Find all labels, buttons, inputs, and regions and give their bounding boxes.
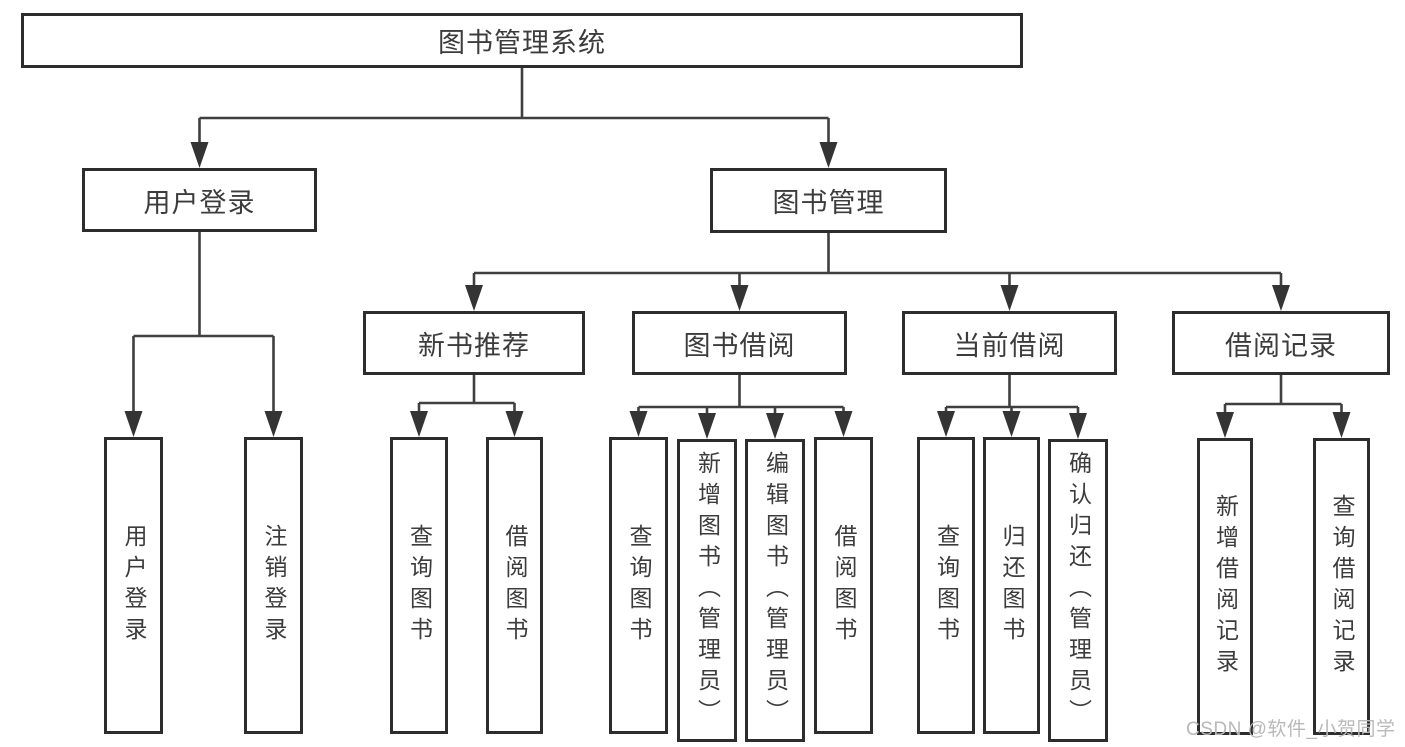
- node-current-query-books: 查询图书: [917, 437, 975, 734]
- node-current-borrow-label: 当前借阅: [953, 330, 1066, 361]
- node-recommend-query-books: 查询图书: [390, 437, 448, 734]
- watermark: CSDN @软件_小贺同学: [1186, 719, 1396, 740]
- node-user-login: 用户登录: [82, 168, 317, 232]
- node-records-add-record: 新增借阅记录: [1197, 438, 1253, 735]
- node-user-login-label: 用户登录: [143, 187, 256, 218]
- node-recommend-query-books-label: 查询图书: [406, 523, 433, 648]
- node-recommend-borrow-books-label: 借阅图书: [502, 523, 528, 648]
- connector-book-management-children: [465, 233, 1290, 311]
- node-current-query-books-label: 查询图书: [933, 523, 960, 648]
- node-library-system-label: 图书管理系统: [438, 28, 606, 58]
- node-user-login-action: 用户登录: [104, 437, 163, 734]
- node-current-return-books: 归还图书: [983, 437, 1040, 734]
- node-current-confirm-return-admin: 确认归还（管理员）: [1048, 439, 1108, 742]
- node-borrow-borrow-books-label: 借阅图书: [831, 523, 857, 648]
- node-library-system: 图书管理系统: [21, 13, 1023, 68]
- node-records-add-record-label: 新增借阅记录: [1212, 493, 1239, 680]
- node-current-confirm-return-admin-label: 确认归还（管理员）: [1065, 451, 1092, 730]
- node-book-borrow-label: 图书借阅: [683, 330, 796, 361]
- node-borrow-query-books: 查询图书: [609, 437, 668, 734]
- connector-book-borrow-children: [629, 375, 853, 439]
- node-borrow-edit-books-admin: 编辑图书（管理员）: [745, 439, 805, 742]
- node-borrow-records-label: 借阅记录: [1225, 330, 1337, 361]
- node-borrow-borrow-books: 借阅图书: [814, 437, 873, 734]
- node-records-query-record-label: 查询借阅记录: [1329, 493, 1355, 680]
- node-borrow-records: 借阅记录: [1172, 311, 1390, 375]
- node-borrow-add-books-admin: 新增图书（管理员）: [677, 439, 737, 742]
- node-book-borrow: 图书借阅: [632, 311, 847, 375]
- connector-current-borrow-children: [937, 375, 1087, 439]
- node-borrow-edit-books-admin-label: 编辑图书（管理员）: [762, 451, 789, 730]
- node-current-borrow: 当前借阅: [902, 311, 1117, 375]
- node-borrow-query-books-label: 查询图书: [626, 523, 652, 648]
- node-recommend-borrow-books: 借阅图书: [486, 437, 543, 734]
- connector-borrow-records-children: [1216, 375, 1351, 438]
- node-new-book-recommend-label: 新书推荐: [418, 330, 530, 361]
- node-new-book-recommend: 新书推荐: [363, 311, 585, 375]
- node-borrow-add-books-admin-label: 新增图书（管理员）: [694, 451, 721, 730]
- node-current-return-books-label: 归还图书: [999, 523, 1025, 648]
- connector-root-to-level2: [190, 68, 838, 168]
- node-book-management: 图书管理: [710, 168, 947, 233]
- connector-user-login-children: [124, 232, 283, 437]
- node-user-login-action-label: 用户登录: [121, 523, 147, 648]
- node-logout: 注销登录: [244, 437, 303, 734]
- node-book-management-label: 图书管理: [772, 188, 885, 218]
- node-records-query-record: 查询借阅记录: [1313, 438, 1370, 735]
- node-logout-label: 注销登录: [261, 523, 287, 648]
- connector-new-book-recommend-children: [410, 375, 524, 437]
